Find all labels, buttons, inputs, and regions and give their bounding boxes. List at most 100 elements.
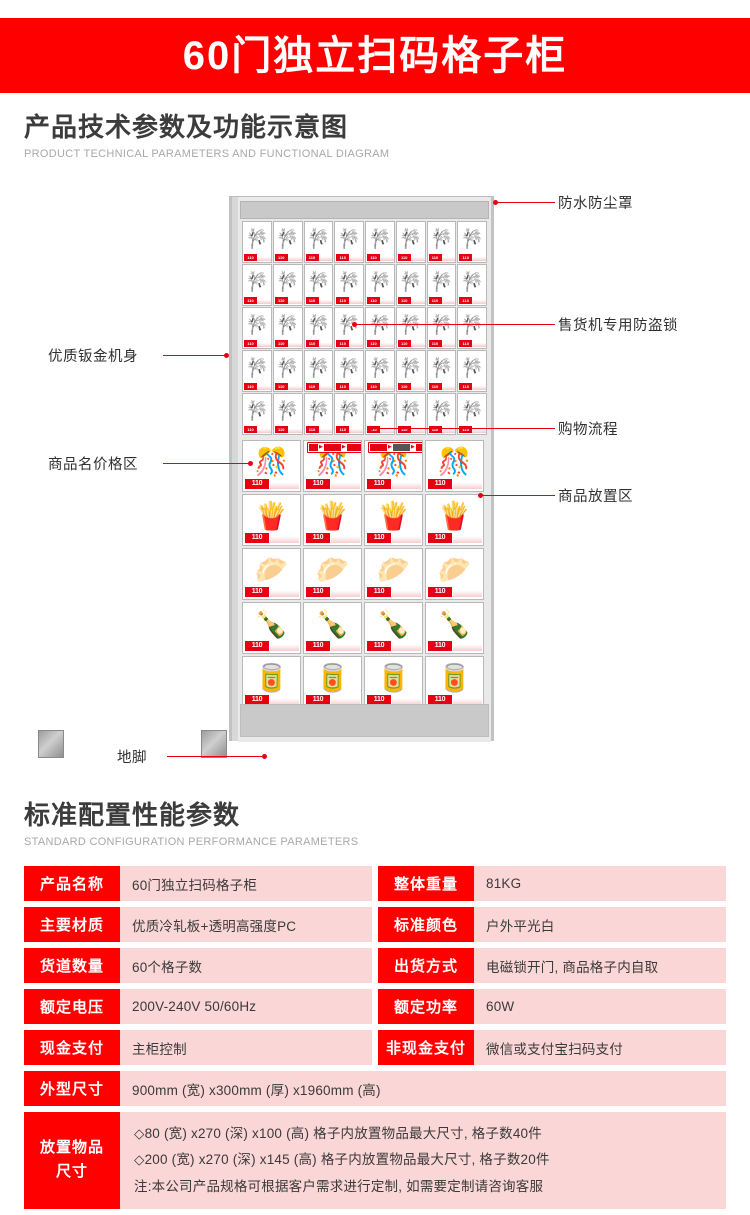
- product-cell[interactable]: 🍾110: [242, 602, 301, 654]
- product-cell[interactable]: 🎊110: [242, 440, 301, 492]
- price-badge: 110: [397, 383, 411, 390]
- locker-cell[interactable]: 🎋110: [457, 264, 487, 306]
- product-cell[interactable]: 🥫110: [303, 656, 362, 708]
- product-image: 🥟: [315, 554, 350, 585]
- price-badge: 110: [367, 533, 391, 543]
- spec-row: 现金支付主柜控制非现金支付微信或支付宝扫码支付: [24, 1030, 726, 1065]
- qr-code-icon: [392, 444, 410, 451]
- price-name-tag: 110: [306, 695, 360, 705]
- product-image: 🍾: [437, 608, 472, 639]
- price-name-tag: 110: [305, 297, 333, 304]
- callout-label: 售货机专用防盗锁: [558, 318, 678, 334]
- locker-cell[interactable]: 🎋110: [365, 307, 395, 349]
- product-cell[interactable]: 🥫110: [242, 656, 301, 708]
- product-cell[interactable]: 🥫110: [364, 656, 423, 708]
- locker-goods-icon: 🎋: [337, 228, 361, 250]
- locker-cell[interactable]: 🎋110: [334, 307, 364, 349]
- locker-cell[interactable]: 🎋110: [303, 264, 334, 306]
- locker-cell[interactable]: 🎋110: [272, 350, 303, 392]
- locker-cell[interactable]: 🎋110: [457, 221, 487, 263]
- locker-cell[interactable]: 🎋110: [457, 307, 487, 349]
- locker-cell[interactable]: 🎋110: [272, 393, 303, 435]
- locker-cell[interactable]: 🎋110: [365, 221, 395, 263]
- price-name-tag: 110: [245, 533, 299, 543]
- price-badge: 110: [428, 533, 452, 543]
- locker-cell[interactable]: 🎋110: [457, 350, 487, 392]
- product-name-strip: [349, 383, 364, 390]
- locker-cell[interactable]: 🎋110: [242, 350, 272, 392]
- product-cell[interactable]: 🍾110: [364, 602, 423, 654]
- locker-cell[interactable]: 🎋110: [272, 307, 303, 349]
- locker-cell[interactable]: 🎋110: [334, 393, 364, 435]
- product-name-strip: [441, 254, 456, 261]
- locker-cell[interactable]: 🎋110: [303, 221, 334, 263]
- spec-value-line: ◇200 (宽) x270 (深) x145 (高) 格子内放置物品最大尺寸, …: [134, 1152, 550, 1168]
- spec-value: 60W: [474, 989, 726, 1024]
- locker-cell[interactable]: 🎋110: [426, 264, 457, 306]
- product-cell[interactable]: ▶▶🎊110: [364, 440, 423, 492]
- price-badge: 110: [336, 383, 350, 390]
- callout-sheet-metal-body: 优质钣金机身: [48, 345, 138, 366]
- locker-cell[interactable]: 🎋110: [242, 264, 272, 306]
- product-cell[interactable]: 🍟110: [425, 494, 484, 546]
- product-cell[interactable]: 🥟110: [364, 548, 423, 600]
- product-cell[interactable]: 🥟110: [242, 548, 301, 600]
- spec-key: 整体重量: [378, 866, 474, 901]
- locker-cell[interactable]: 🎋110: [334, 350, 364, 392]
- product-image: 🍾: [376, 608, 411, 639]
- product-cell[interactable]: 🍟110: [364, 494, 423, 546]
- locker-cell[interactable]: 🎋110: [334, 221, 364, 263]
- product-cell[interactable]: 🥟110: [425, 548, 484, 600]
- price-name-tag: 110: [367, 254, 394, 261]
- spec-key: 外型尺寸: [24, 1071, 120, 1106]
- product-cell[interactable]: 🎊110: [425, 440, 484, 492]
- callout-label: 防水防尘罩: [558, 196, 633, 212]
- product-row: 🥟110🥟110🥟110🥟110: [241, 548, 488, 600]
- price-name-tag: 110: [245, 641, 299, 651]
- product-cell[interactable]: 🍾110: [425, 602, 484, 654]
- locker-cell[interactable]: 🎋110: [242, 393, 272, 435]
- locker-goods-icon: 🎋: [429, 271, 454, 293]
- locker-cell[interactable]: 🎋 110: [426, 307, 457, 349]
- locker-goods-icon: 🎋: [275, 314, 300, 336]
- price-badge: 110: [306, 695, 330, 705]
- product-name-strip: [331, 479, 360, 489]
- locker-cell[interactable]: 🎋110: [395, 264, 426, 306]
- spec-key: 额定功率: [378, 989, 474, 1024]
- locker-goods-icon: 🎋: [429, 314, 454, 336]
- product-cell[interactable]: 🥟110: [303, 548, 362, 600]
- locker-cell[interactable]: 🎋110: [272, 221, 303, 263]
- spec-value-line: 注:本公司产品规格可根据客户需求进行定制, 如需要定制请咨询客服: [134, 1178, 544, 1194]
- price-name-tag: 110: [367, 695, 421, 705]
- product-cell[interactable]: 🍟110: [242, 494, 301, 546]
- locker-cell[interactable]: 🎋110: [303, 307, 334, 349]
- section-title-cn: 标准配置性能参数: [24, 800, 241, 830]
- product-cell[interactable]: 🥫110: [425, 656, 484, 708]
- locker-cell[interactable]: 🎋110: [242, 307, 272, 349]
- locker-cell[interactable]: 🎋110: [395, 350, 426, 392]
- locker-cell[interactable]: 🎋110: [395, 221, 426, 263]
- locker-cell[interactable]: 🎋110: [303, 393, 334, 435]
- product-cell[interactable]: 🍾110: [303, 602, 362, 654]
- locker-cell[interactable]: 🎋110: [365, 350, 395, 392]
- locker-cell[interactable]: 🎋110: [272, 264, 303, 306]
- product-cell[interactable]: ▶▶🎊110: [303, 440, 362, 492]
- locker-goods-icon: 🎋: [306, 314, 331, 336]
- locker-cell[interactable]: 🎋110: [303, 350, 334, 392]
- locker-goods-icon: 🎋: [275, 228, 300, 250]
- product-image: 🎊: [254, 446, 289, 477]
- locker-cell[interactable]: 🎋110: [395, 307, 426, 349]
- locker-cell[interactable]: 🎋110: [242, 221, 272, 263]
- product-cell[interactable]: 🍟110: [303, 494, 362, 546]
- locker-cell[interactable]: 🎋110: [334, 264, 364, 306]
- product-image: 🥟: [437, 554, 472, 585]
- locker-cell[interactable]: 🎋110: [426, 350, 457, 392]
- locker-goods-icon: 🎋: [245, 314, 269, 336]
- price-name-tag: 110: [428, 340, 456, 347]
- locker-cell[interactable]: 🎋110: [365, 264, 395, 306]
- locker-goods-icon: 🎋: [368, 400, 392, 422]
- spec-key: 非现金支付: [378, 1030, 474, 1065]
- locker-cell[interactable]: 🎋110: [426, 221, 457, 263]
